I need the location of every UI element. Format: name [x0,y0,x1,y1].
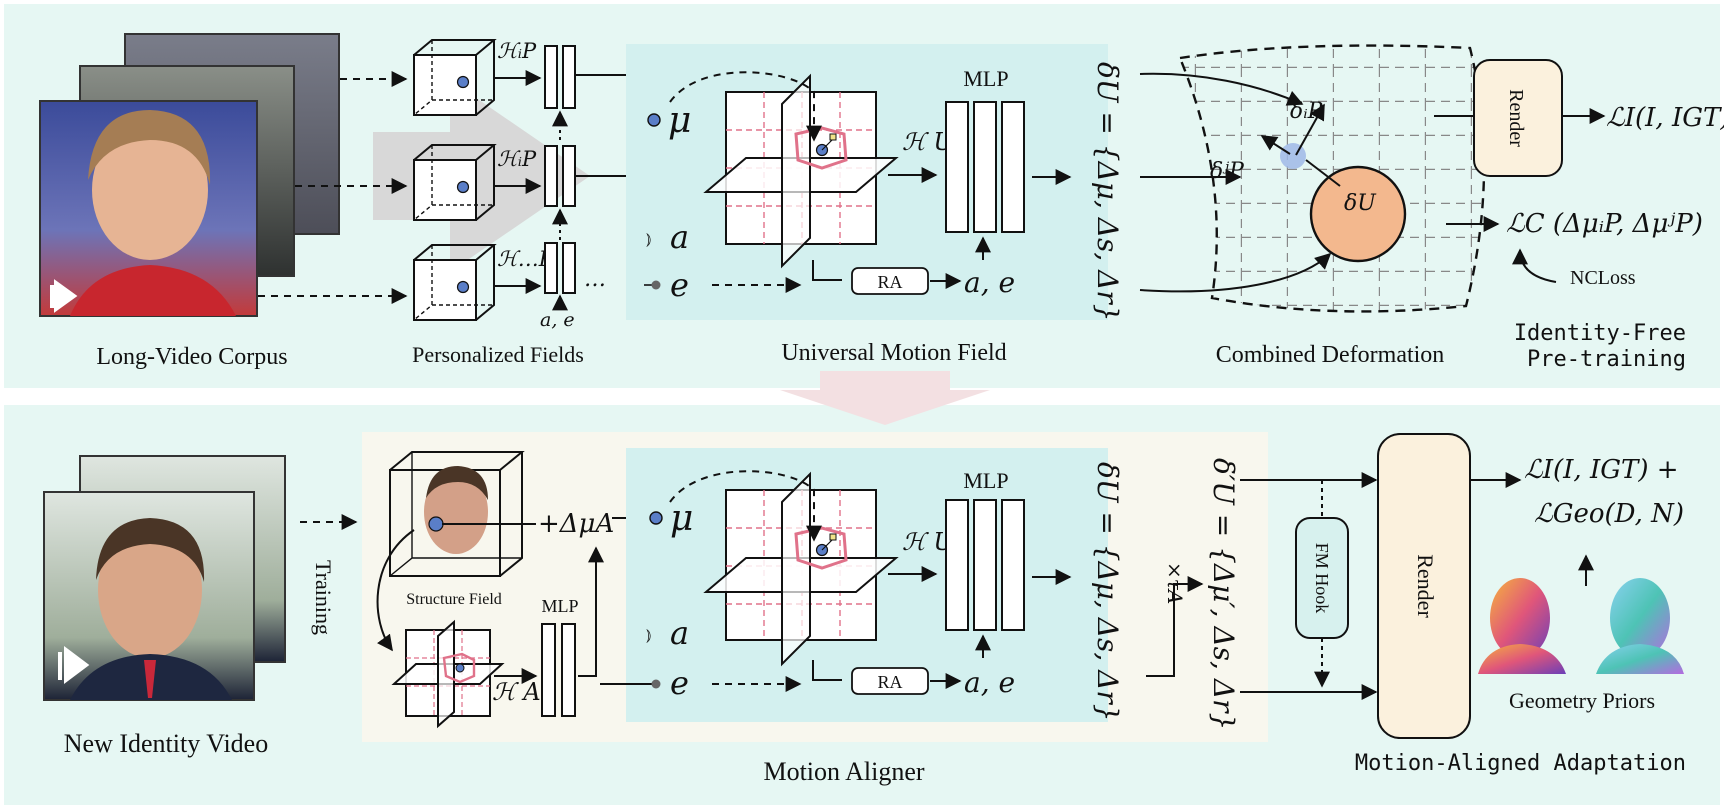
video-corpus-stack [39,33,340,317]
field-label-hp-i: ℋᵢP [497,147,537,171]
label-motion-aligner: Motion Aligner [763,757,924,786]
mlp-label: MLP [963,468,1008,493]
label-universal-motion-field: Universal Motion Field [781,340,1006,366]
render-label: Render [1505,89,1527,147]
structure-field-label: Structure Field [406,591,502,608]
loss-rendering: ℒI(I, IGT) + [1524,455,1679,485]
play-icon [58,646,90,684]
ha-label: ℋ A [492,678,541,706]
field-label-hp-i: ℋᵢP [497,39,537,63]
delta-u-equation: δU = {Δμ, Δs, Δr} [1091,462,1124,722]
stage-title-line2: Pre-training [1527,347,1686,372]
delta-mu-a: +ΔμA [538,509,614,539]
ae-output: a, e [964,266,1015,299]
personalized-mlp [544,45,576,109]
tau-scale: ×τA [1163,562,1187,604]
aligner-mlp-label: MLP [541,596,578,616]
ae-output: a, e [964,666,1015,699]
label-combined-deformation: Combined Deformation [1216,342,1445,368]
input-ae-label: a, e [540,309,575,331]
mu-point [647,113,661,127]
input-mu: μ [670,498,693,539]
personalized-field-cube [413,244,497,321]
audio-wave-icon: ⦆ [646,231,651,248]
stage-title: Motion-Aligned Adaptation [1355,751,1686,776]
loss-rendering: ℒI(I, IGT) [1606,103,1724,133]
delta-u-prime-equation: δ′U = {Δμ′, Δs, Δr} [1207,458,1240,730]
aligner-mlp [541,623,576,717]
deform-point [1280,143,1306,169]
loss-geometry: ℒGeo(D, N) [1534,499,1684,529]
triplane-grid [703,73,899,269]
structure-field-cube [389,451,525,577]
mu-point [649,511,663,525]
geometry-prior-normal [1596,578,1684,674]
input-mu: μ [668,100,691,141]
play-icon [50,279,78,313]
ra-block [851,267,929,295]
stage-transition-arrow [780,371,990,425]
label-long-video-corpus: Long-Video Corpus [96,344,287,370]
delta-p-i: δᵢP [1290,99,1324,124]
fm-hook-label: FM Hook [1312,543,1332,614]
ra-label: RA [877,272,902,292]
delta-u-region [1309,165,1407,263]
broadcast-arrow [373,80,590,272]
expression-dot-icon [651,679,661,689]
ncloss-label: NCLoss [1570,267,1636,289]
input-a: a [670,614,689,652]
delta-p-j: δʲP [1210,159,1245,184]
input-a: a [670,218,689,256]
audio-wave-icon: ⦆ [646,627,651,644]
render-block [1473,59,1563,177]
delta-u-equation: δU = {Δμ, Δs, Δr} [1091,62,1124,322]
ra-block [851,667,929,695]
render-label: Render [1413,554,1438,618]
mlp-label: MLP [963,66,1008,91]
label-personalized-fields: Personalized Fields [412,342,584,367]
render-block [1377,433,1471,739]
loss-consistency: ℒC (ΔμᵢP, ΔμʲP) [1506,209,1703,239]
ra-label: RA [877,672,902,692]
personalized-mlp [544,145,576,207]
aligner-triplane [391,619,505,729]
umf-mlp [945,499,1025,631]
label-new-identity-video: New Identity Video [64,729,268,758]
expression-dot-icon [651,280,661,290]
personalized-mlp [544,242,576,294]
geometry-prior-depth [1478,578,1566,674]
stage-title-line1: Identity-Free [1514,321,1686,346]
label-geometry-priors: Geometry Priors [1509,688,1655,713]
personalized-field-cube [413,144,497,221]
personalized-field-cube [413,39,497,116]
training-label: Training [311,560,336,635]
input-e: e [670,664,689,702]
triplane-grid [703,471,899,667]
more-fields-dots: … [584,267,606,292]
umf-mlp [945,101,1025,233]
new-identity-video-stack [43,455,286,701]
delta-u-label: δU [1344,191,1377,216]
input-e: e [670,266,689,304]
